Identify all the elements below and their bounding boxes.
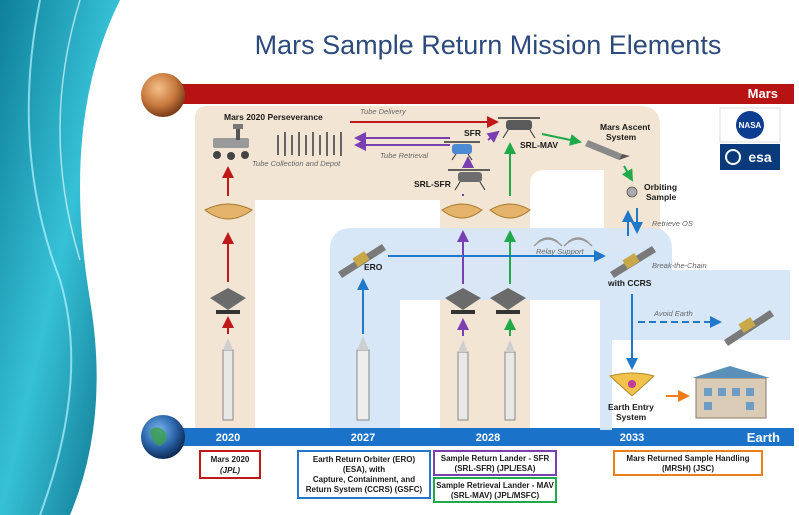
mars-ascent-label-1: Mars Ascent xyxy=(600,122,650,132)
box-ero: Earth Return Orbiter (ERO) (ESA), with C… xyxy=(297,450,431,499)
perseverance-label: Mars 2020 Perseverance xyxy=(224,112,323,122)
srl-sfr-lander-icon xyxy=(448,169,490,191)
page-title: Mars Sample Return Mission Elements xyxy=(255,30,722,60)
esa-logo-icon: esa xyxy=(720,144,780,170)
earth-entry-label-2: System xyxy=(616,412,647,422)
nasa-logo-icon: NASA xyxy=(719,107,781,143)
mars-band-label: Mars xyxy=(748,86,778,101)
decorative-swoosh xyxy=(0,0,120,515)
svg-text:NASA: NASA xyxy=(739,121,762,130)
relay-support-label: Relay Support xyxy=(536,247,584,256)
srl-mav-label: SRL-MAV xyxy=(520,140,558,150)
year-2033: 2033 xyxy=(620,432,644,444)
earth-band-label: Earth xyxy=(747,430,780,445)
sfr-label: SFR xyxy=(464,128,481,138)
ascent-to-os-arrow xyxy=(621,165,633,182)
ero-orbiter-icon xyxy=(338,244,386,278)
earth-entry-label-1: Earth Entry xyxy=(608,402,654,412)
earth-entry-capsule-icon xyxy=(608,372,656,397)
svg-text:(SRL-SFR) (JPL/ESA): (SRL-SFR) (JPL/ESA) xyxy=(455,464,536,473)
avoid-earth-label: Avoid Earth xyxy=(653,309,693,318)
svg-text:Earth Return Orbiter (ERO): Earth Return Orbiter (ERO) xyxy=(313,455,416,464)
svg-text:(ESA), with: (ESA), with xyxy=(343,465,385,474)
earth-land xyxy=(150,427,167,446)
aeroshell-icon xyxy=(204,203,531,220)
blue-path xyxy=(330,228,790,430)
departing-orbiter-icon xyxy=(724,310,774,346)
year-2020: 2020 xyxy=(216,432,240,444)
rocket-icon xyxy=(222,336,516,421)
mars-band xyxy=(150,84,794,104)
tube-collection-label: Tube Collection and Depot xyxy=(252,159,341,168)
mars-ascent-label-2: System xyxy=(606,132,637,142)
break-chain-label: Break-the-Chain xyxy=(652,261,707,270)
svg-text:Mars Returned Sample Handling: Mars Returned Sample Handling xyxy=(626,454,749,463)
svg-text:Sample Retrieval Lander - MAV: Sample Retrieval Lander - MAV xyxy=(436,481,554,490)
cruise-stage-icon xyxy=(210,288,526,314)
orbiting-sample-icon xyxy=(626,186,638,198)
mav-to-ascent-arrow xyxy=(541,133,582,146)
sfr-to-mav-arrow xyxy=(486,130,500,143)
sample-tubes-icon xyxy=(277,132,342,156)
helicopter-icon xyxy=(444,141,480,161)
retrieve-os-label: Retrieve OS xyxy=(652,219,693,228)
with-ccrs-label: with CCRS xyxy=(607,278,652,288)
building-icon xyxy=(692,366,770,419)
box-mrsh: Mars Returned Sample Handling (MRSH) (JS… xyxy=(613,450,763,476)
earth-band xyxy=(150,428,794,446)
year-2027: 2027 xyxy=(351,432,375,444)
tan-path xyxy=(195,106,660,428)
svg-text:(MRSH) (JSC): (MRSH) (JSC) xyxy=(662,464,714,473)
svg-text:Mars 2020: Mars 2020 xyxy=(211,455,250,464)
mars-ascent-rocket-icon xyxy=(585,140,630,160)
box-srl-sfr: Sample Return Lander - SFR (SRL-SFR) (JP… xyxy=(433,450,557,476)
orbiting-sample-label-2: Sample xyxy=(646,192,677,202)
box-srl-mav: Sample Retrieval Lander - MAV (SRL-MAV) … xyxy=(433,477,557,503)
svg-text:(SRL-MAV) (JPL/MSFC): (SRL-MAV) (JPL/MSFC) xyxy=(451,491,540,500)
srl-mav-lander-icon xyxy=(498,117,540,139)
mars-planet-icon xyxy=(141,73,185,117)
svg-text:Return System (CCRS) (GSFC): Return System (CCRS) (GSFC) xyxy=(306,485,423,494)
srl-sfr-label: SRL-SFR xyxy=(414,179,451,189)
orbiting-sample-label-1: Orbiting xyxy=(644,182,677,192)
tube-delivery-label: Tube Delivery xyxy=(360,107,407,116)
ero-ccrs-orbiter-icon xyxy=(610,246,656,278)
box-mars2020: Mars 2020 (JPL) xyxy=(199,450,261,479)
relay-waves-icon xyxy=(533,237,593,247)
rover-icon xyxy=(213,124,249,160)
svg-text:esa: esa xyxy=(748,149,772,165)
svg-text:(JPL): (JPL) xyxy=(220,466,240,475)
svg-text:Capture, Containment, and: Capture, Containment, and xyxy=(313,475,415,484)
tube-retrieval-label: Tube Retrieval xyxy=(380,151,429,160)
svg-text:Sample Return Lander - SFR: Sample Return Lander - SFR xyxy=(441,454,550,463)
ero-label: ERO xyxy=(364,262,383,272)
year-2028: 2028 xyxy=(476,432,500,444)
